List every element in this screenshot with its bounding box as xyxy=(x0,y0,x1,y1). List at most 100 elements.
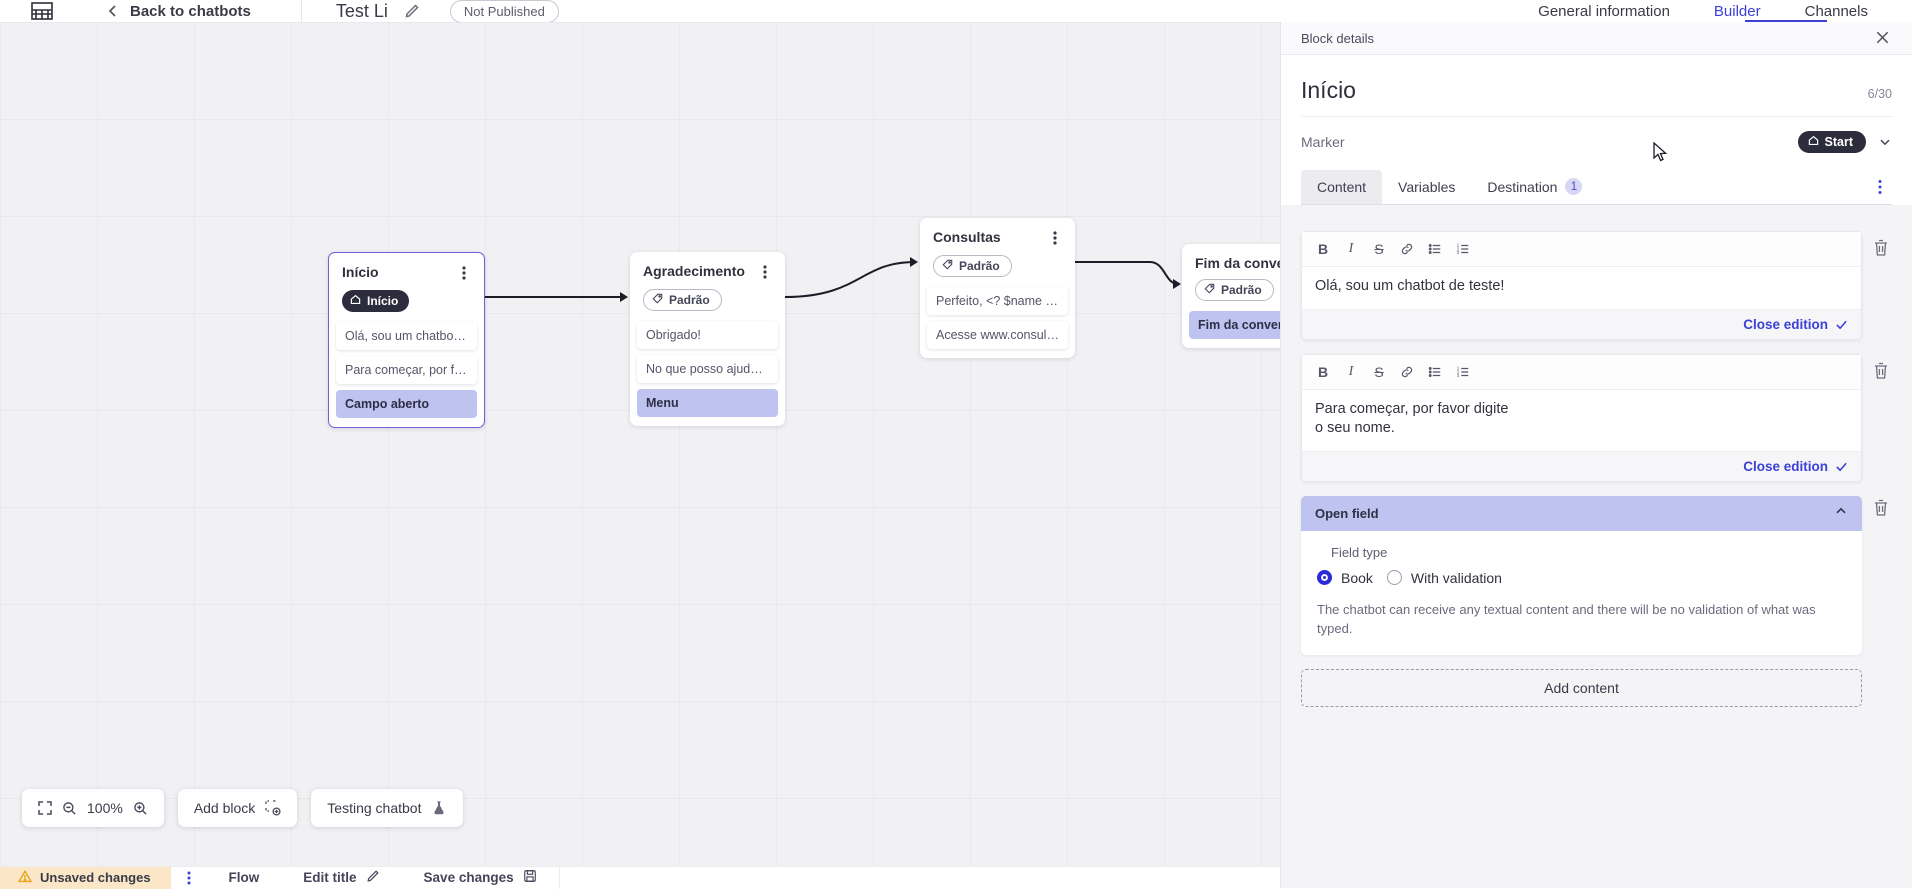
radio-option-book[interactable]: Book xyxy=(1317,570,1373,586)
node-row[interactable]: Menu xyxy=(637,389,778,417)
status-divider xyxy=(559,867,560,889)
bold-icon[interactable]: B xyxy=(1310,360,1336,384)
save-changes-button[interactable]: Save changes xyxy=(402,869,559,886)
tab-content-label: Content xyxy=(1317,179,1366,195)
fit-screen-icon[interactable] xyxy=(38,801,52,815)
radio-book-input[interactable] xyxy=(1317,570,1332,585)
content-text[interactable]: Para começar, por favor digite o seu nom… xyxy=(1302,390,1532,451)
node-badge-label: Início xyxy=(367,294,398,308)
marker-value: Start xyxy=(1825,135,1853,149)
close-icon[interactable] xyxy=(1874,29,1892,47)
zoom-out-icon[interactable] xyxy=(62,801,77,816)
chevron-left-icon[interactable] xyxy=(106,4,120,18)
status-menu-icon[interactable] xyxy=(171,871,207,885)
content-text[interactable]: Olá, sou um chatbot de teste! xyxy=(1302,267,1861,309)
canvas-toolbar: 100% Add block Testing chatbot xyxy=(22,789,463,827)
open-field-body: Field type Book With validation The chat… xyxy=(1301,531,1862,655)
open-field-description: The chatbot can receive any textual cont… xyxy=(1317,600,1846,639)
add-block-icon xyxy=(265,800,281,816)
check-icon xyxy=(1835,460,1848,473)
node-menu-icon[interactable] xyxy=(1048,229,1062,247)
strikethrough-icon[interactable]: S xyxy=(1366,237,1392,261)
panel-tab-menu-icon[interactable] xyxy=(1854,179,1892,195)
node-row[interactable]: Acesse www.consultas.com par... xyxy=(927,321,1068,349)
flow-label: Flow xyxy=(229,870,260,885)
node-row[interactable]: Para começar, por favor digite o ... xyxy=(336,356,477,384)
back-to-chatbots-link[interactable]: Back to chatbots xyxy=(130,3,251,20)
node-row[interactable]: Perfeito, <? $name ?>! xyxy=(927,287,1068,315)
flow-button[interactable]: Flow xyxy=(207,870,282,885)
top-tabs: General information Builder Channels xyxy=(1516,0,1890,22)
add-content-button[interactable]: Add content xyxy=(1301,669,1862,707)
testing-chatbot-button[interactable]: Testing chatbot xyxy=(311,789,463,827)
zoom-in-icon[interactable] xyxy=(133,801,148,816)
bullet-list-icon[interactable] xyxy=(1422,360,1448,384)
node-rows: Perfeito, <? $name ?>! Acesse www.consul… xyxy=(920,287,1075,349)
close-edition-button[interactable]: Close edition xyxy=(1743,317,1848,332)
radio-option-with-validation[interactable]: With validation xyxy=(1387,570,1502,586)
flask-icon xyxy=(431,800,447,816)
tab-channels[interactable]: Channels xyxy=(1783,0,1890,22)
field-type-legend: Field type xyxy=(1317,545,1846,560)
node-row[interactable]: Obrigado! xyxy=(637,321,778,349)
node-menu-icon[interactable] xyxy=(457,264,471,282)
marker-label: Marker xyxy=(1301,134,1345,150)
svg-text:3: 3 xyxy=(1457,373,1460,378)
publish-status-badge: Not Published xyxy=(450,0,559,22)
bullet-list-icon[interactable] xyxy=(1422,237,1448,261)
brand-logo-icon[interactable] xyxy=(28,0,56,22)
radio-with-validation-input[interactable] xyxy=(1387,570,1402,585)
tab-content[interactable]: Content xyxy=(1301,170,1382,204)
zoom-level: 100% xyxy=(87,800,123,816)
edit-title-button[interactable]: Edit title xyxy=(281,869,401,886)
open-field-card[interactable]: Open field Field type Book Wi xyxy=(1301,496,1862,655)
pencil-icon[interactable] xyxy=(404,3,420,19)
block-name: Início xyxy=(1301,77,1356,104)
trash-icon[interactable] xyxy=(1872,498,1892,520)
add-block-button[interactable]: Add block xyxy=(178,789,297,827)
italic-icon[interactable]: I xyxy=(1338,360,1364,384)
open-field-header[interactable]: Open field xyxy=(1301,496,1862,531)
trash-icon[interactable] xyxy=(1872,238,1892,260)
tab-destination[interactable]: Destination 1 xyxy=(1471,169,1598,204)
node-badge-label: Padrão xyxy=(1221,283,1262,297)
close-edition-button[interactable]: Close edition xyxy=(1743,459,1848,474)
tab-destination-label: Destination xyxy=(1487,179,1557,195)
panel-body: Início 6/30 Marker Start Content xyxy=(1281,55,1912,205)
flow-node-inicio[interactable]: Início Início Olá, sou um chatbot de tes… xyxy=(328,252,485,428)
zoom-controls[interactable]: 100% xyxy=(22,789,164,827)
flow-node-agradecimento[interactable]: Agradecimento Padrão Obrigado! No que po… xyxy=(630,252,785,426)
bold-icon[interactable]: B xyxy=(1310,237,1336,261)
italic-icon[interactable]: I xyxy=(1338,237,1364,261)
chevron-up-icon[interactable] xyxy=(1834,504,1848,523)
node-row[interactable]: Campo aberto xyxy=(336,390,477,418)
node-row[interactable]: Olá, sou um chatbot de teste! xyxy=(336,322,477,350)
strikethrough-icon[interactable]: S xyxy=(1366,360,1392,384)
chevron-down-icon[interactable] xyxy=(1878,135,1892,149)
node-badge-start: Início xyxy=(342,290,409,312)
node-row[interactable]: No que posso ajudar, <? $name ... xyxy=(637,355,778,383)
link-icon[interactable] xyxy=(1394,360,1420,384)
check-icon xyxy=(1835,318,1848,331)
close-edition-label: Close edition xyxy=(1743,459,1828,474)
radio-with-validation-label: With validation xyxy=(1411,570,1502,586)
close-edition-label: Close edition xyxy=(1743,317,1828,332)
svg-text:3: 3 xyxy=(1457,250,1460,255)
tab-builder[interactable]: Builder xyxy=(1692,0,1783,22)
trash-icon[interactable] xyxy=(1872,361,1892,383)
marker-start-pill[interactable]: Start xyxy=(1798,131,1866,153)
link-icon[interactable] xyxy=(1394,237,1420,261)
tab-general-information[interactable]: General information xyxy=(1516,0,1692,22)
node-menu-icon[interactable] xyxy=(758,263,772,281)
tab-variables[interactable]: Variables xyxy=(1382,170,1471,204)
save-disk-icon xyxy=(523,869,537,886)
flow-node-consultas[interactable]: Consultas Padrão Perfeito, <? $name ?>! … xyxy=(920,218,1075,358)
panel-header-title: Block details xyxy=(1301,31,1374,46)
